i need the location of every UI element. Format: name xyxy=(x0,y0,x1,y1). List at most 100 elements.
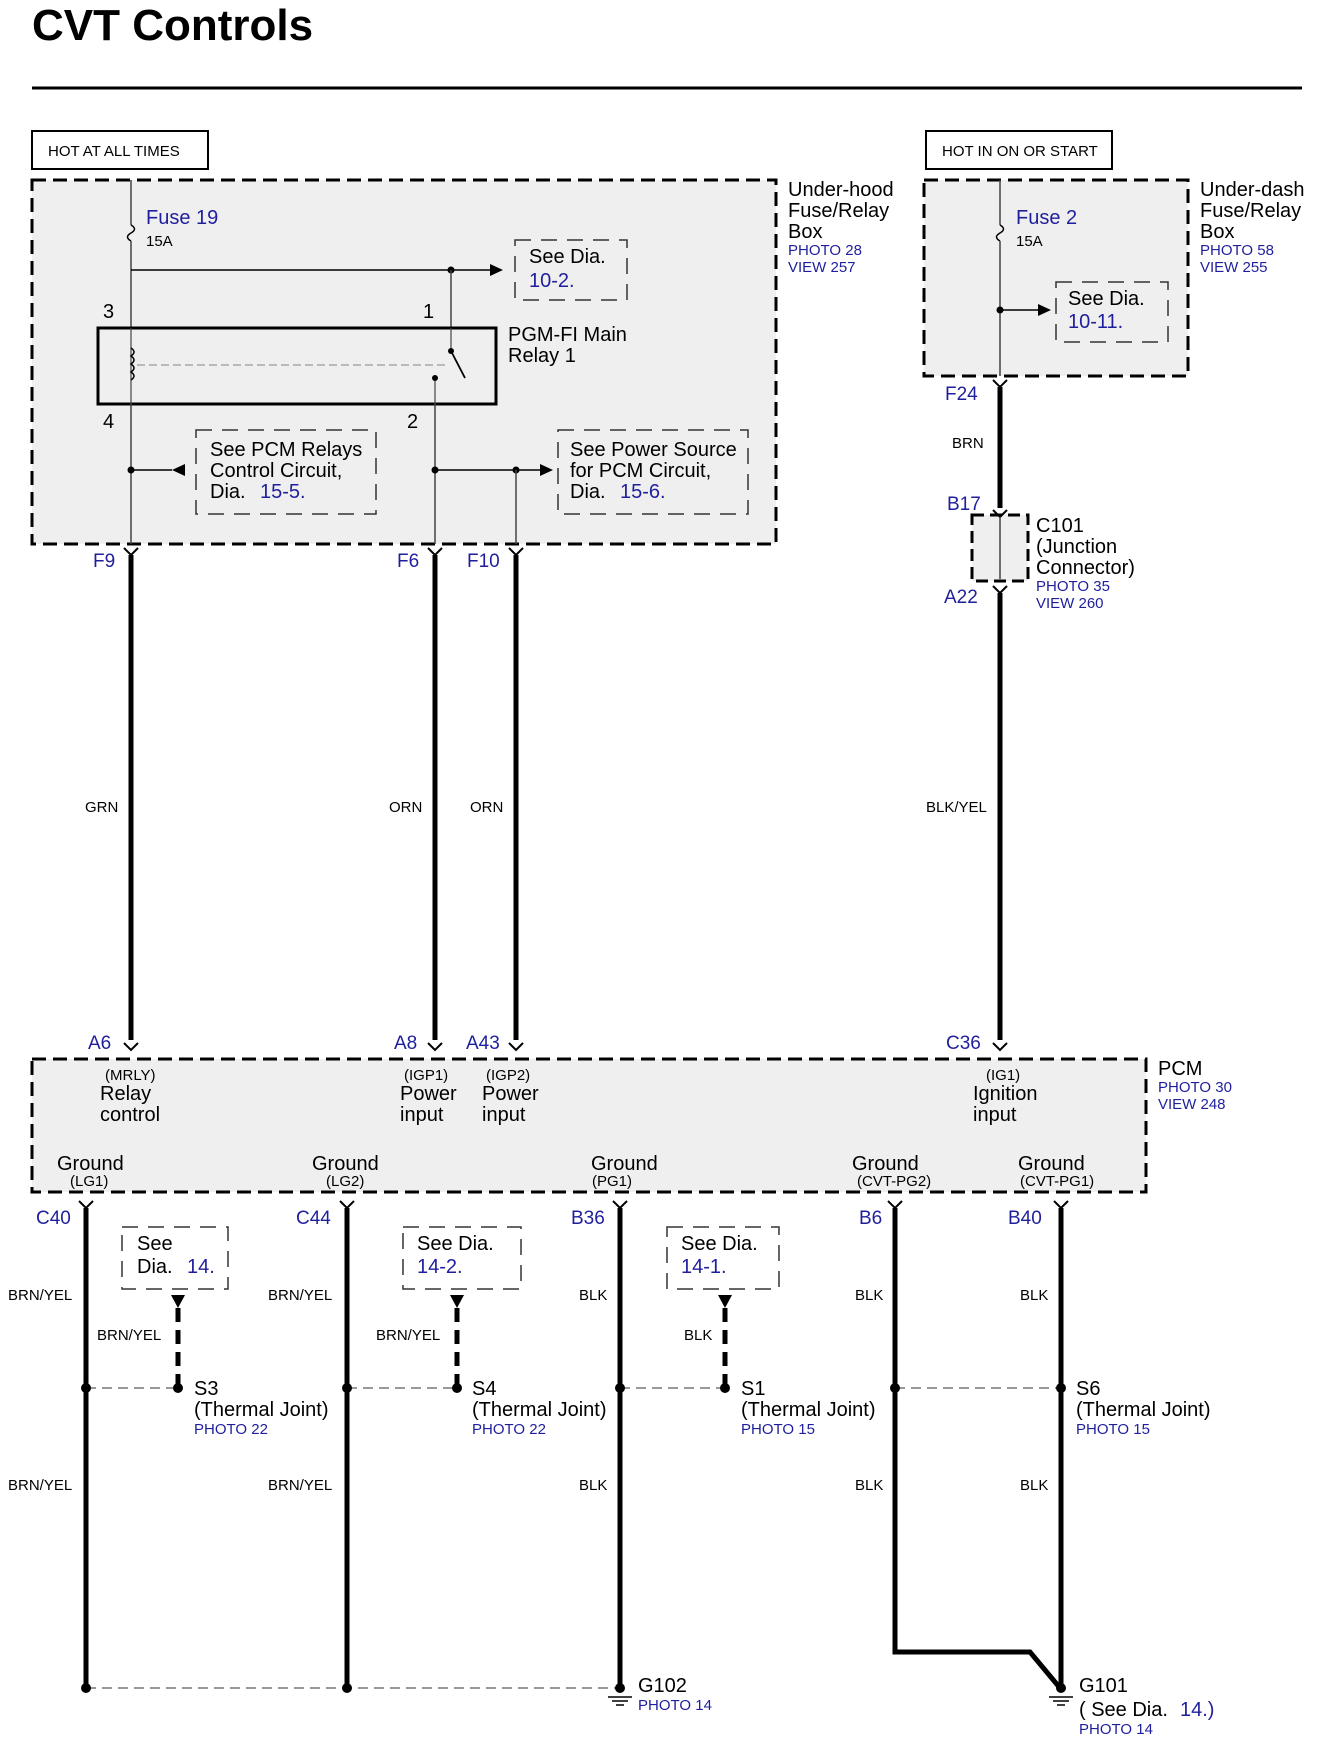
hot-label-left-box xyxy=(31,130,209,170)
s4-node xyxy=(342,1383,352,1393)
s1-photo: PHOTO 15 xyxy=(741,1421,815,1438)
s6-name: S6 xyxy=(1076,1378,1100,1400)
connector-f24-icon xyxy=(992,379,1008,389)
underdash-photo: PHOTO 58 xyxy=(1200,242,1274,259)
see-dia-10-2-box xyxy=(514,239,628,301)
see-dia-14-1-box xyxy=(666,1226,780,1290)
see-dia-10-11-ref[interactable]: 10-11. xyxy=(1068,311,1123,333)
pcm-pin-c40: C40 xyxy=(36,1208,71,1229)
ground-symbol-icon xyxy=(1049,1696,1073,1706)
wire-label-brn: BRN xyxy=(952,435,984,452)
s6-desc: (Thermal Joint) xyxy=(1076,1399,1210,1421)
pin-f24: F24 xyxy=(945,384,978,405)
fuse2-rating: 15A xyxy=(1016,233,1043,250)
underhood-photo: PHOTO 28 xyxy=(788,242,862,259)
ground-symbol-icon xyxy=(608,1696,632,1706)
pin-f6: F6 xyxy=(397,551,419,572)
fuse2-icon xyxy=(995,224,1005,242)
pcm-mrly-signal: (MRLY) xyxy=(105,1067,156,1084)
page-title: CVT Controls xyxy=(32,1,313,50)
wire-label-c40-upper: BRN/YEL xyxy=(8,1287,72,1304)
pcm-relays-line-1: See PCM Relays xyxy=(210,439,362,461)
relay-pin-4: 4 xyxy=(103,411,114,433)
pcm-pin-a6: A6 xyxy=(88,1033,111,1054)
pcm-view: VIEW 248 xyxy=(1158,1096,1226,1113)
s1-desc: (Thermal Joint) xyxy=(741,1399,875,1421)
pcm-ground-cvtpg1-label: Ground xyxy=(1018,1153,1085,1175)
fuse19-icon xyxy=(126,224,136,242)
see-dia-14-line-1: See xyxy=(137,1233,173,1255)
pcm-relays-ref[interactable]: 15-5. xyxy=(260,481,306,503)
connector-a43-icon xyxy=(508,1042,524,1052)
connector-b6-icon xyxy=(887,1200,903,1210)
see-dia-14-2-label: See Dia. xyxy=(417,1233,494,1255)
pcm-ground-cvtpg1-signal: (CVT-PG1) xyxy=(1020,1173,1094,1190)
relay-contact-dot-2 xyxy=(432,375,438,381)
g102-node xyxy=(342,1683,352,1693)
pcm-igp1-signal: (IGP1) xyxy=(404,1067,448,1084)
connector-f9-icon xyxy=(123,547,139,557)
power-source-ref[interactable]: 15-6. xyxy=(620,481,666,503)
connector-a6-icon xyxy=(123,1042,139,1052)
pcm-igp2-line-1: Power xyxy=(482,1083,539,1105)
power-source-line-3: Dia. xyxy=(570,481,606,503)
pcm-photo: PHOTO 30 xyxy=(1158,1079,1232,1096)
pcm-mrly-line-1: Relay xyxy=(100,1083,151,1105)
connector-b40-icon xyxy=(1053,1200,1069,1210)
pcm-igp1-line-1: Power xyxy=(400,1083,457,1105)
g101-photo: PHOTO 14 xyxy=(1079,1721,1153,1738)
arrow-left-icon xyxy=(172,464,185,476)
pcm-pin-c44: C44 xyxy=(296,1208,331,1229)
pcm-relays-line-2: Control Circuit, xyxy=(210,460,342,482)
see-pcm-relays-box xyxy=(195,429,377,515)
g102-node xyxy=(615,1683,625,1693)
see-dia-14-1-ref[interactable]: 14-1. xyxy=(681,1256,727,1278)
underdash-view: VIEW 255 xyxy=(1200,259,1268,276)
relay-name-1: PGM-FI Main xyxy=(508,324,627,346)
wire-label-s3-feed: BRN/YEL xyxy=(97,1327,161,1344)
pcm-name: PCM xyxy=(1158,1058,1202,1080)
wire-label-orn-1: ORN xyxy=(389,799,422,816)
pcm-box xyxy=(30,1057,1148,1194)
arrow-right-icon xyxy=(540,464,553,476)
fuse2-name: Fuse 2 xyxy=(1016,207,1077,229)
pcm-ig1-signal: (IG1) xyxy=(986,1067,1020,1084)
c101-name-2: (Junction xyxy=(1036,536,1117,558)
relay-pin-1: 1 xyxy=(423,301,434,323)
pcm-ground-lg1-label: Ground xyxy=(57,1153,124,1175)
see-dia-14-2-box xyxy=(402,1226,522,1290)
see-dia-14-2-ref[interactable]: 14-2. xyxy=(417,1256,463,1278)
fuse19-rating: 15A xyxy=(146,233,173,250)
pcm-ground-lg2-label: Ground xyxy=(312,1153,379,1175)
s6-node xyxy=(1056,1383,1066,1393)
g101-node xyxy=(1056,1683,1066,1693)
s4-photo: PHOTO 22 xyxy=(472,1421,546,1438)
see-dia-10-2-label: See Dia. xyxy=(529,246,606,268)
pcm-ig1-line-2: input xyxy=(973,1104,1017,1126)
see-dia-14-ref[interactable]: 14. xyxy=(187,1256,215,1278)
g102-photo: PHOTO 14 xyxy=(638,1697,712,1714)
wire-b6 xyxy=(892,1208,1062,1690)
g101-ref[interactable]: 14.) xyxy=(1180,1699,1214,1721)
s4-name: S4 xyxy=(472,1378,496,1400)
pin-f10: F10 xyxy=(467,551,500,572)
s3-name: S3 xyxy=(194,1378,218,1400)
s4-node xyxy=(452,1383,462,1393)
wire-label-b40-lower: BLK xyxy=(1020,1477,1048,1494)
see-dia-14-box xyxy=(121,1226,229,1290)
wire-label-b6-upper: BLK xyxy=(855,1287,883,1304)
s3-node xyxy=(81,1383,91,1393)
pcm-pin-c36: C36 xyxy=(946,1033,981,1054)
underhood-view: VIEW 257 xyxy=(788,259,856,276)
s3-desc: (Thermal Joint) xyxy=(194,1399,328,1421)
wire-label-c44-lower: BRN/YEL xyxy=(268,1477,332,1494)
arrow-down-icon xyxy=(171,1295,185,1308)
c101-view: VIEW 260 xyxy=(1036,595,1104,612)
see-dia-10-2-ref[interactable]: 10-2. xyxy=(529,270,575,292)
relay-coil-icon xyxy=(129,347,135,381)
wire-label-b36-lower: BLK xyxy=(579,1477,607,1494)
underdash-name-2: Fuse/Relay xyxy=(1200,200,1301,222)
fuse19-name: Fuse 19 xyxy=(146,207,218,229)
underhood-name-3: Box xyxy=(788,221,822,243)
